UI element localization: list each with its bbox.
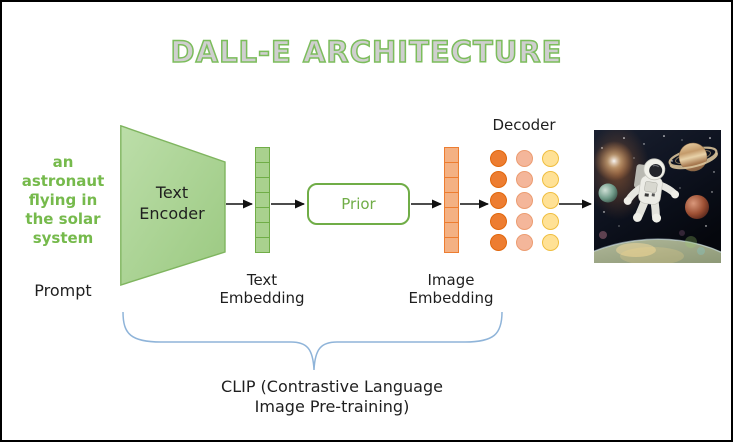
red-planet <box>685 195 709 219</box>
clip-label-line: CLIP (Contrastive Language <box>221 377 443 396</box>
sun-flare <box>594 141 634 181</box>
text-encoder-shape <box>120 125 226 286</box>
embedding-cell <box>255 162 270 178</box>
astronaut-space-illustration <box>594 130 721 263</box>
page-title: DALL-E ARCHITECTURE <box>170 34 563 70</box>
decoder-node <box>490 171 507 188</box>
prior-label: Prior <box>341 195 376 213</box>
decoder-node <box>542 213 559 230</box>
clip-label: CLIP (Contrastive Language Image Pre-tra… <box>179 377 485 417</box>
decoder-node <box>490 213 507 230</box>
decoder-node <box>542 192 559 209</box>
embedding-cell <box>444 177 459 193</box>
prompt-line: flying in <box>28 191 98 209</box>
embedding-cell <box>444 207 459 223</box>
decoder-node <box>516 192 533 209</box>
decoder-grid <box>490 150 559 251</box>
teal-planet <box>598 183 618 203</box>
astronaut <box>623 158 680 223</box>
decoder-node <box>490 150 507 167</box>
embedding-cell <box>444 222 459 238</box>
clip-label-line: Image Pre-training) <box>254 397 410 416</box>
decoder-node <box>516 234 533 251</box>
embedding-cell <box>255 237 270 253</box>
embedding-cell <box>255 222 270 238</box>
embedding-cell <box>255 147 270 163</box>
decoder-node <box>516 171 533 188</box>
image-embedding-column <box>444 147 459 253</box>
prompt-line: the solar <box>25 210 101 228</box>
decoder-node <box>516 213 533 230</box>
text-embedding-label: Text Embedding <box>207 271 317 307</box>
text-embedding-label-line: Text <box>246 271 278 289</box>
prompt-text: an astronaut flying in the solar system <box>11 153 115 248</box>
embedding-cell <box>444 147 459 163</box>
text-embedding-column <box>255 147 270 253</box>
embedding-cell <box>444 192 459 208</box>
text-encoder-trapezoid <box>120 125 226 286</box>
clip-brace <box>122 311 503 371</box>
prior-box: Prior <box>307 183 410 225</box>
embedding-cell <box>444 162 459 178</box>
small-planet <box>599 231 607 239</box>
text-encoder-label: Text Encoder <box>122 182 222 224</box>
embedding-cell <box>255 192 270 208</box>
text-encoder-label-line: Encoder <box>139 204 205 223</box>
saturn-planet <box>668 142 718 172</box>
decoder-label: Decoder <box>492 116 556 134</box>
text-embedding-label-line: Embedding <box>219 289 305 307</box>
prompt-line: an <box>52 153 74 171</box>
decoder-node <box>542 171 559 188</box>
decoder-node <box>490 192 507 209</box>
image-embedding-label-line: Image <box>427 271 475 289</box>
decoder-node <box>542 234 559 251</box>
text-encoder-label-line: Text <box>155 183 189 202</box>
embedding-cell <box>255 177 270 193</box>
decoder-node <box>490 234 507 251</box>
lens-flares <box>679 230 705 255</box>
image-embedding-label: Image Embedding <box>396 271 506 307</box>
image-embedding-label-line: Embedding <box>408 289 494 307</box>
decoder-node <box>516 150 533 167</box>
prompt-caption: Prompt <box>34 281 92 300</box>
decoder-node <box>542 150 559 167</box>
earth-surface <box>594 238 721 263</box>
embedding-cell <box>444 237 459 253</box>
embedding-cell <box>255 207 270 223</box>
prompt-line: astronaut <box>21 172 105 190</box>
generated-image <box>594 130 721 263</box>
prompt-line: system <box>32 229 94 247</box>
